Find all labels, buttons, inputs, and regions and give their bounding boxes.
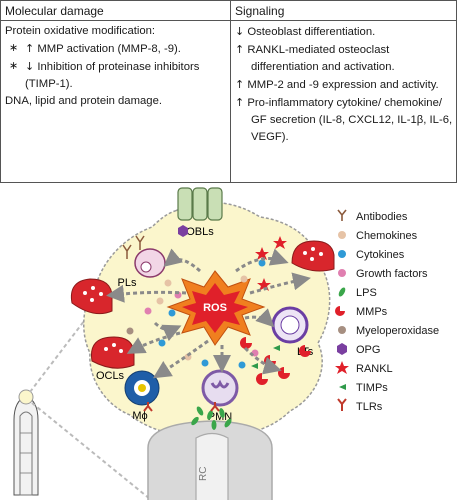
- legend-item-lps: LPS: [338, 287, 377, 299]
- mphi-label: Mϕ: [132, 410, 147, 422]
- leaf-icon: [338, 287, 346, 297]
- signaling-text: MMP-2 and -9 expression and activity.: [247, 79, 439, 91]
- up-arrow-icon: ↑: [235, 43, 245, 56]
- legend-item-timps: TIMPs: [339, 382, 388, 394]
- up-arrow-icon: ↑: [235, 78, 245, 91]
- signaling-item: ↑ MMP-2 and -9 expression and activity.: [235, 76, 455, 94]
- hexagon-icon: [337, 343, 347, 355]
- legend-item-growth-factors: Growth factors: [338, 268, 428, 280]
- timps-wedge-icon: [273, 345, 280, 351]
- signaling-item: ↑ RANKL-mediated osteoclast: [235, 41, 455, 59]
- opg-hexagon-icon: [178, 225, 188, 237]
- signaling-text-cont: GF secretion (IL-8, CXCL12, IL-1β, IL-6,: [251, 114, 453, 126]
- mmp-activation-text: MMP activation (MMP-8, -9).: [37, 43, 181, 55]
- legend-item-opg: OPG: [337, 343, 380, 356]
- legend-item-tlrs: TLRs: [337, 398, 383, 413]
- signaling-arrows: [106, 248, 311, 379]
- antibody-icon: [337, 209, 347, 221]
- dot-icon: [338, 231, 346, 239]
- pls-label: PLs: [118, 277, 137, 289]
- header-molecular-damage: Molecular damage: [1, 1, 230, 21]
- timp-inhibition-text: Inhibition of proteinase inhibitors: [37, 61, 200, 73]
- signaling-item: ↓ Osteoblast differentiation.: [235, 23, 455, 41]
- svg-text:MMPs: MMPs: [356, 306, 388, 318]
- down-arrow-icon: ↓: [25, 60, 35, 73]
- svg-text:LPS: LPS: [356, 287, 377, 299]
- header-signaling: Signaling: [230, 1, 456, 21]
- legend-item-mmps: MMPs: [335, 306, 388, 318]
- rankl-stars: [255, 236, 287, 291]
- summary-table: Molecular damage Signaling Protein oxida…: [0, 0, 457, 183]
- bullet-star-icon: ∗: [9, 60, 19, 72]
- signaling-text-cont: VEGF).: [251, 131, 289, 143]
- mmp-activation-item: ∗ ↑ MMP activation (MMP-8, -9).: [5, 40, 227, 58]
- dot-icon: [338, 250, 346, 258]
- svg-text:TIMPs: TIMPs: [356, 382, 388, 394]
- receptor-icon: [337, 398, 347, 411]
- signaling-text: RANKL-mediated osteoclast: [247, 44, 390, 56]
- svg-text:OPG: OPG: [356, 344, 380, 356]
- ros-label: ROS: [203, 302, 227, 314]
- ros-burst: ROS: [166, 270, 266, 346]
- svg-text:Antibodies: Antibodies: [356, 211, 408, 223]
- root-canal: RC: [147, 420, 273, 500]
- osteoclast-bottom-left: OCLs: [90, 336, 135, 382]
- signaling-text: Pro-inflammatory cytokine/ chemokine/: [247, 97, 442, 109]
- timp-inhibition-item: ∗ ↓ Inhibition of proteinase inhibitors: [5, 58, 227, 76]
- column-divider: [230, 1, 231, 182]
- up-arrow-icon: ↑: [235, 96, 245, 109]
- svg-text:Myeloperoxidase: Myeloperoxidase: [356, 325, 439, 337]
- rc-label: RC: [198, 467, 209, 481]
- signaling-cell: ↓ Osteoblast differentiation. ↑ RANKL-me…: [235, 23, 455, 146]
- zoom-line: [29, 286, 111, 393]
- tooth-icon: [13, 389, 39, 496]
- timps-wedge-icon: [251, 363, 258, 369]
- legend: Antibodies Chemokines Cytokines Growth f…: [335, 209, 439, 413]
- svg-text:Chemokines: Chemokines: [356, 230, 418, 242]
- zoom-line: [31, 402, 151, 500]
- star-icon: [335, 361, 349, 374]
- wedge-icon: [339, 384, 346, 390]
- timp-inhibition-cont: (TIMP-1).: [25, 78, 73, 90]
- signaling-item: ↑ Pro-inflammatory cytokine/ chemokine/: [235, 94, 455, 112]
- tlr-receptor-icon: [143, 402, 153, 412]
- protein-oxidative-heading: Protein oxidative modification:: [5, 25, 156, 37]
- bullet-star-icon: ∗: [9, 42, 19, 54]
- down-arrow-icon: ↓: [235, 25, 245, 38]
- svg-text:RANKL: RANKL: [356, 363, 393, 375]
- plasma-cell: PLs: [118, 248, 166, 289]
- molecular-damage-cell: Protein oxidative modification: ∗ ↑ MMP …: [5, 23, 227, 110]
- ocls-label: OCLs: [96, 370, 125, 382]
- dot-icon: [338, 269, 346, 277]
- osteoclast-left: [70, 278, 113, 315]
- pacman-icon: [335, 306, 345, 316]
- svg-text:Cytokines: Cytokines: [356, 249, 405, 261]
- svg-text:TLRs: TLRs: [356, 401, 383, 413]
- up-arrow-icon: ↑: [25, 42, 35, 55]
- legend-item-chemokines: Chemokines: [338, 230, 418, 242]
- legend-item-cytokines: Cytokines: [338, 249, 405, 261]
- macrophage: Mϕ: [124, 370, 160, 422]
- pmn-cell: PMN: [201, 369, 239, 423]
- legend-item-antibodies: Antibodies: [337, 209, 408, 223]
- obls-label: OBLs: [186, 226, 214, 238]
- svg-text:Growth factors: Growth factors: [356, 268, 428, 280]
- osteoblasts: OBLs: [177, 187, 223, 238]
- dna-damage-line: DNA, lipid and protein damage.: [5, 95, 162, 107]
- legend-item-myeloperoxidase: Myeloperoxidase: [338, 325, 439, 337]
- tlr-receptor-icon: [210, 402, 220, 412]
- antibody-icon: [135, 235, 145, 250]
- pmn-label: PMN: [208, 411, 233, 423]
- legend-item-rankl: RANKL: [335, 361, 393, 375]
- antibody-icon: [122, 244, 132, 259]
- lesion-diagram: RC OBLs PLs OCLs ROS LTs: [13, 187, 439, 500]
- dot-icon: [338, 326, 346, 334]
- signaling-text: Osteoblast differentiation.: [247, 26, 376, 38]
- osteoclast-top-right: [291, 240, 335, 272]
- lps-cluster: [191, 406, 232, 430]
- signaling-text-cont: differentiation and activation.: [251, 61, 395, 73]
